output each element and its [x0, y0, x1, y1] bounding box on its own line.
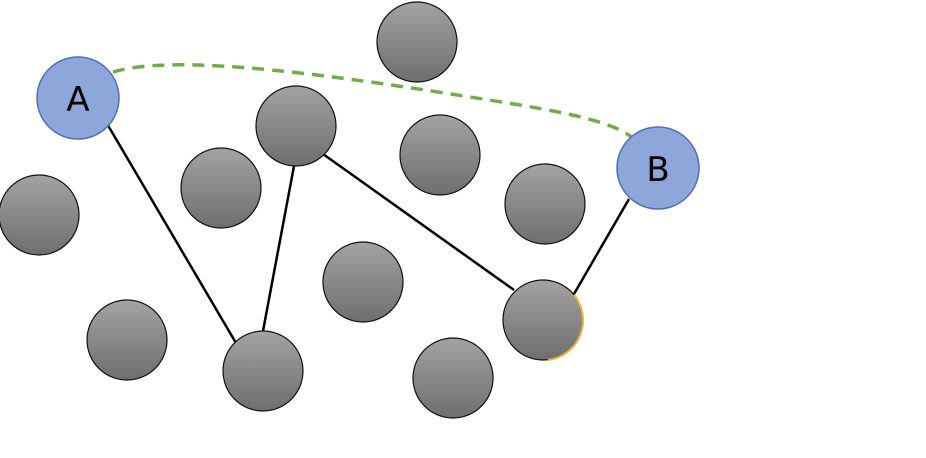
edge-upper-node-to-lower-right-node	[322, 152, 515, 292]
edge-bottom-node-to-upper-node	[261, 165, 296, 332]
graph-node	[376, 1, 458, 83]
graph-node	[399, 114, 481, 196]
graph-node	[504, 163, 586, 245]
node-a-label: A	[66, 80, 89, 120]
graph-node	[222, 330, 304, 412]
edge-lower-right-node-to-b	[572, 198, 631, 295]
edge-a-to-bottom-node	[104, 121, 238, 344]
node-highlight-arc	[547, 294, 584, 361]
graph-node	[0, 174, 80, 256]
node-b-label: B	[646, 150, 669, 190]
graph-node	[86, 299, 168, 381]
node-a: A	[36, 56, 120, 140]
node-b: B	[616, 126, 700, 210]
graph-node	[180, 147, 262, 229]
graph-node	[322, 241, 404, 323]
graph-node	[255, 85, 337, 167]
graph-node	[412, 337, 494, 419]
edge-dashed-a-b	[112, 63, 635, 140]
